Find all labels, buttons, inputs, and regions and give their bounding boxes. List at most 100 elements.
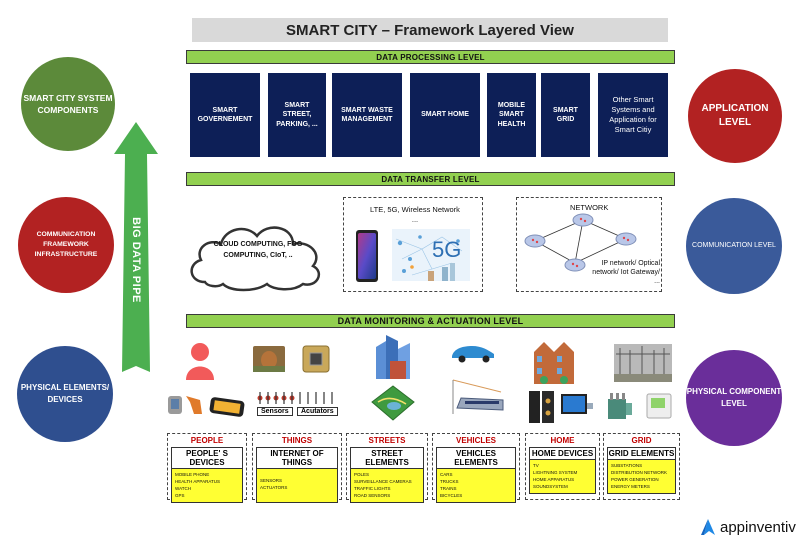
page-title: SMART CITY – Framework Layered View [192, 18, 668, 42]
circle-physical-elements: PHYSICAL ELEMENTS/ DEVICES [17, 346, 113, 442]
train-icon [452, 379, 504, 414]
network-graphic-icon [395, 235, 463, 281]
wireless-network-box [343, 197, 483, 292]
category-item: SUBSTATIONS [611, 463, 643, 468]
network-box [516, 197, 662, 292]
smartphone-icon [356, 230, 378, 282]
cow-image [253, 346, 285, 372]
category-title: THINGS [281, 436, 313, 445]
category-item: ROAD SENSORS [354, 492, 391, 498]
category-item: WATCH [175, 485, 191, 491]
app-other-systems: Other Smart Systems and Application for … [598, 73, 668, 157]
category-items: SENSORS ACTUATORS [256, 469, 338, 503]
category-item: SURVEILLANCE CAMERAS [354, 478, 412, 484]
category-items: CARS TRUCKS TRAINS BICYCLES [436, 469, 516, 503]
cow-icon [253, 351, 285, 372]
category-item: TRAINS [440, 485, 457, 491]
data-monitoring-level-bar: DATA MONITORING & ACTUATION LEVEL [186, 314, 675, 328]
sensor-array-icon [257, 392, 333, 404]
category-header: GRID ELEMENTS [607, 447, 676, 460]
transformer-icon [608, 393, 632, 419]
circle-physical-component-level: PHYSICAL COMPONENT LEVEL [686, 350, 782, 446]
substation-icon [614, 346, 672, 382]
actuators-tag: Acutators [297, 407, 338, 416]
category-header: HOME DEVICES [529, 447, 596, 460]
category-title: STREETS [368, 436, 406, 445]
category-item: ACTUATORS [260, 484, 288, 490]
sensors-tag: Sensors [257, 407, 293, 416]
network-title: NETWORK [570, 203, 609, 212]
tv-icon [561, 394, 593, 414]
category-item: DISTRIBUTION NETWORK [611, 469, 667, 475]
category-item: HEALTH APPARATUS [175, 478, 221, 484]
category-item: MOBILE PHONE [175, 472, 210, 477]
cloud-computing-label: CLOUD COMPUTING, FOG COMPUTING, CIoT, .. [213, 241, 303, 259]
circle-communication-level: COMMUNICATION LEVEL [686, 198, 782, 294]
category-home: HOME HOME DEVICES TV LIGHTNING SYSTEM HO… [525, 433, 600, 500]
pipe-label-wrap: BIG DATA PIPE [122, 200, 150, 320]
chip-icon [302, 345, 330, 373]
category-items: MOBILE PHONE HEALTH APPARATUS WATCH GPS [171, 469, 243, 503]
category-item: SENSORS [260, 478, 283, 483]
app-smart-street: SMART STREET, PARKING, ... [268, 73, 326, 157]
cloud-icon [190, 226, 321, 292]
category-vehicles: VEHICLES VEHICLES ELEMENTS CARS TRUCKS T… [432, 433, 520, 503]
category-streets: STREETS STREET ELEMENTS POLES SURVEILLAN… [346, 433, 428, 503]
mobile-phone-icon [209, 397, 245, 417]
category-item: SOUNDSYSTEM [533, 483, 568, 489]
data-processing-level-bar: DATA PROCESSING LEVEL [186, 50, 675, 64]
category-grid: GRID GRID ELEMENTS SUBSTATIONS DISTRIBUT… [603, 433, 680, 500]
houses-icon [534, 342, 574, 384]
category-title: PEOPLE [190, 436, 224, 445]
category-item: BICYCLES [440, 492, 463, 498]
substation-image [614, 344, 672, 382]
car-icon [452, 346, 494, 363]
category-title: GRID [631, 436, 652, 445]
app-smart-waste: SMART WASTE MANAGEMENT [332, 73, 402, 157]
big-data-pipe-arrow [114, 122, 158, 372]
category-items: SUBSTATIONS DISTRIBUTION NETWORK POWER G… [607, 460, 676, 494]
category-items: POLES SURVEILLANCE CAMERAS TRAFFIC LIGHT… [350, 469, 424, 503]
energy-meter-icon [646, 393, 672, 419]
category-item: GPS [175, 492, 185, 498]
person-icon [186, 343, 214, 380]
category-item: POWER GENERATION [611, 476, 659, 482]
category-item: CARS [440, 472, 453, 477]
big-data-pipe-label: BIG DATA PIPE [130, 217, 142, 303]
app-smart-home: SMART HOME [410, 73, 480, 157]
category-header: STREET ELEMENTS [350, 447, 424, 469]
category-things: THINGS INTERNET OF THINGS SENSORS ACTUAT… [252, 433, 342, 503]
wireless-network-label: LTE, 5G, Wireless Network ... [370, 205, 460, 225]
category-item: LIGHTNING SYSTEM [533, 469, 578, 475]
circle-application-level: APPLICATION LEVEL [688, 69, 782, 163]
circle-smart-city-components: SMART CITY SYSTEM COMPONENTS [21, 57, 115, 151]
category-header: PEOPLE' S DEVICES [171, 447, 243, 469]
brand-logo: appinventiv [700, 518, 796, 536]
category-item: TRUCKS [440, 478, 459, 484]
app-smart-government: SMART GOVERNEMENT [190, 73, 260, 157]
router-icons [524, 213, 637, 272]
city-buildings-icon [376, 335, 410, 379]
category-item: TRAFFIC LIGHTS [354, 485, 391, 491]
category-item: POLES [354, 472, 370, 477]
category-title: HOME [550, 436, 575, 445]
category-item: ENERGY METERS [611, 483, 650, 489]
speakers-icon [529, 391, 554, 423]
category-people: PEOPLE PEOPLE' S DEVICES MOBILE PHONE HE… [167, 433, 247, 503]
appinventiv-logo-icon [701, 519, 715, 535]
category-header: INTERNET OF THINGS [256, 447, 338, 469]
circle-communication-framework: COMMUNICATION FRAMEWORK INFRASTRUCTURE [18, 197, 114, 293]
app-mobile-health: MOBILE SMART HEALTH [487, 73, 536, 157]
category-header: VEHICLES ELEMENTS [436, 447, 516, 469]
category-title: VEHICLES [455, 436, 496, 445]
category-item: TV [533, 463, 539, 468]
watch-gps-icon [168, 396, 202, 414]
category-item: HOME APPARATUS [533, 476, 575, 482]
network-topology-icon [524, 213, 637, 272]
5g-badge: 5G [432, 237, 462, 262]
brand-name: appinventiv [720, 518, 796, 536]
network-caption: IP network/ Optical network/ Iot Gateway… [592, 260, 660, 286]
category-items: TV LIGHTNING SYSTEM HOME APPARATUS SOUND… [529, 460, 596, 494]
app-smart-grid: SMART GRID [541, 73, 590, 157]
data-transfer-level-bar: DATA TRANSFER LEVEL [186, 172, 675, 186]
